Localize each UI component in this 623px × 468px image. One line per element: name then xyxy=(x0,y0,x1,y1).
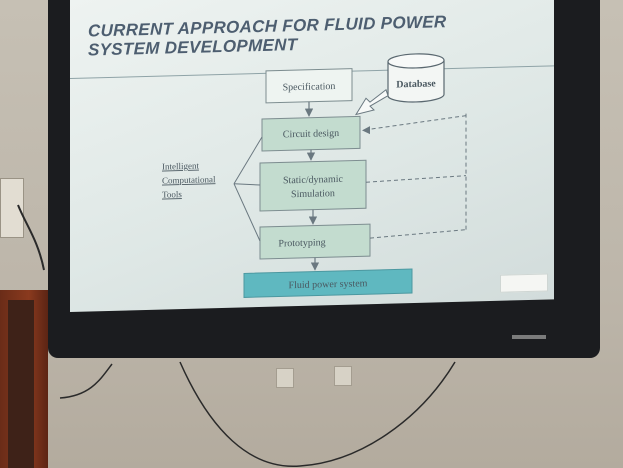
wall-outlet-1 xyxy=(276,368,294,388)
wall-outlet-2 xyxy=(334,366,352,386)
simulation-label-1: Static/dynamic xyxy=(283,174,344,187)
prototyping-label: Prototyping xyxy=(278,237,325,249)
side-label-1: Intelligent xyxy=(162,161,199,172)
feedback-arrowhead xyxy=(362,126,370,135)
database-label: Database xyxy=(396,78,436,90)
fluid-power-system-label: Fluid power system xyxy=(289,278,368,291)
database-arrow xyxy=(354,88,389,116)
bezel-brand-plate xyxy=(512,335,546,339)
projected-slide: CURRENT APPROACH FOR FLUID POWER SYSTEM … xyxy=(70,0,554,312)
specification-label: Specification xyxy=(283,81,336,93)
flow-diagram: Specification Database Circuit design St… xyxy=(162,53,467,298)
fluid-power-system-box xyxy=(243,268,413,298)
side-label-3: Tools xyxy=(162,189,182,200)
chair-back-opening xyxy=(8,300,34,468)
side-label-2: Computational xyxy=(162,174,216,185)
feedback-loop xyxy=(361,113,467,239)
circuit-design-label: Circuit design xyxy=(283,128,339,140)
simulation-label-2: Simulation xyxy=(291,188,335,200)
database-icon xyxy=(387,53,445,103)
side-label-connectors xyxy=(233,136,263,242)
